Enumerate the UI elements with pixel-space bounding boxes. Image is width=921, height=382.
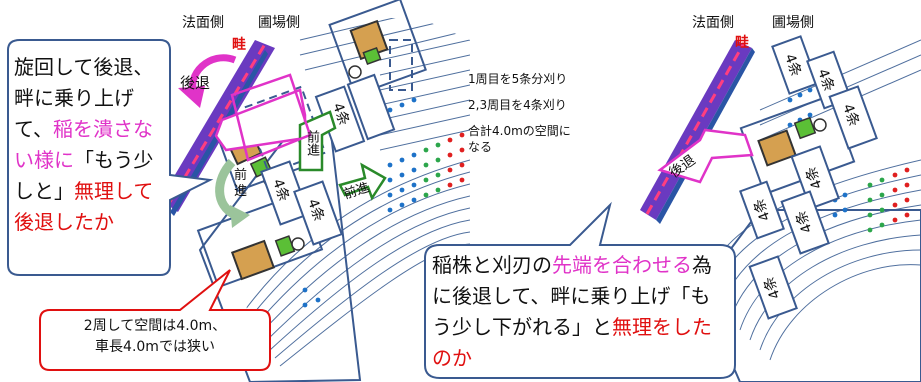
left-plant-dots [302,97,465,308]
note-line-3: 合計4.0mの空間に [468,124,571,138]
left-field-lines [244,18,470,367]
note-line-4: なる [468,140,493,154]
right-field-side-label: 圃場側 [772,15,814,31]
left-ridge-label: 畦 [232,37,246,53]
left-callout-shape [7,39,214,276]
left-callout-part3: 「もう少しと」 [14,148,154,203]
note-line-2: 2,3周目を4条刈り [468,98,567,112]
note-line-1: 1周目を5条分刈り [468,72,568,86]
left-reverse-label: 後退 [180,74,211,92]
bottom-right-callout-part2: 先端を合わせる [552,253,692,277]
bottom-left-callout-line1: 2周して空間は4.0m、 [83,318,227,334]
left-field-side-label: 圃場側 [258,15,300,31]
right-plant-dots [787,87,910,233]
left-harvester-top [328,0,427,97]
left-forward-label-1: 前進 [304,130,319,156]
left-strip-boxes [260,73,396,246]
bottom-right-callout-part4: 無理をしたのか [432,315,712,370]
bottom-left-callout-text: 2周して空間は4.0m、 車長4.0mでは狭い [44,316,266,358]
right-diagram [640,35,921,382]
right-ridge [640,40,755,224]
bottom-right-callout-part3: 為に後退して、畔に乗り上げ「もう少し下がれる」と [432,253,712,339]
left-harvester-bottom [196,191,324,289]
left-forward-curve-label: 前 進 [234,168,248,199]
left-diagram [160,0,470,382]
bottom-left-callout-line2: 車長4.0mでは狭い [95,339,215,355]
left-callout-text: 旋回して後退、畔に乗り上げて、稲を潰さない様に「もう少しと」無理して後退したか [14,52,164,238]
right-arrows [657,128,754,184]
left-slope-side-label: 法面側 [182,15,224,31]
right-ridge-label: 畦 [735,35,749,51]
right-slope-side-label: 法面側 [692,15,734,31]
right-strip-boxes [739,35,878,320]
left-callout-part4: 無理して後退したか [14,179,154,234]
left-callout-part1: 旋回して後退、畔に乗り上げて、 [14,55,154,141]
left-callout-part2: 稲を潰さない様に [14,117,153,172]
bottom-right-callout-shape [424,201,736,379]
bottom-left-callout-shape [39,269,271,371]
bottom-right-callout-part1: 稲株と刈刃の [432,253,552,277]
bottom-right-callout-text: 稲株と刈刃の先端を合わせる為に後退して、畔に乗り上げ「もう少し下がれる」と無理を… [432,250,728,374]
left-dashed-path-top [389,39,413,91]
left-arrows [178,54,387,228]
